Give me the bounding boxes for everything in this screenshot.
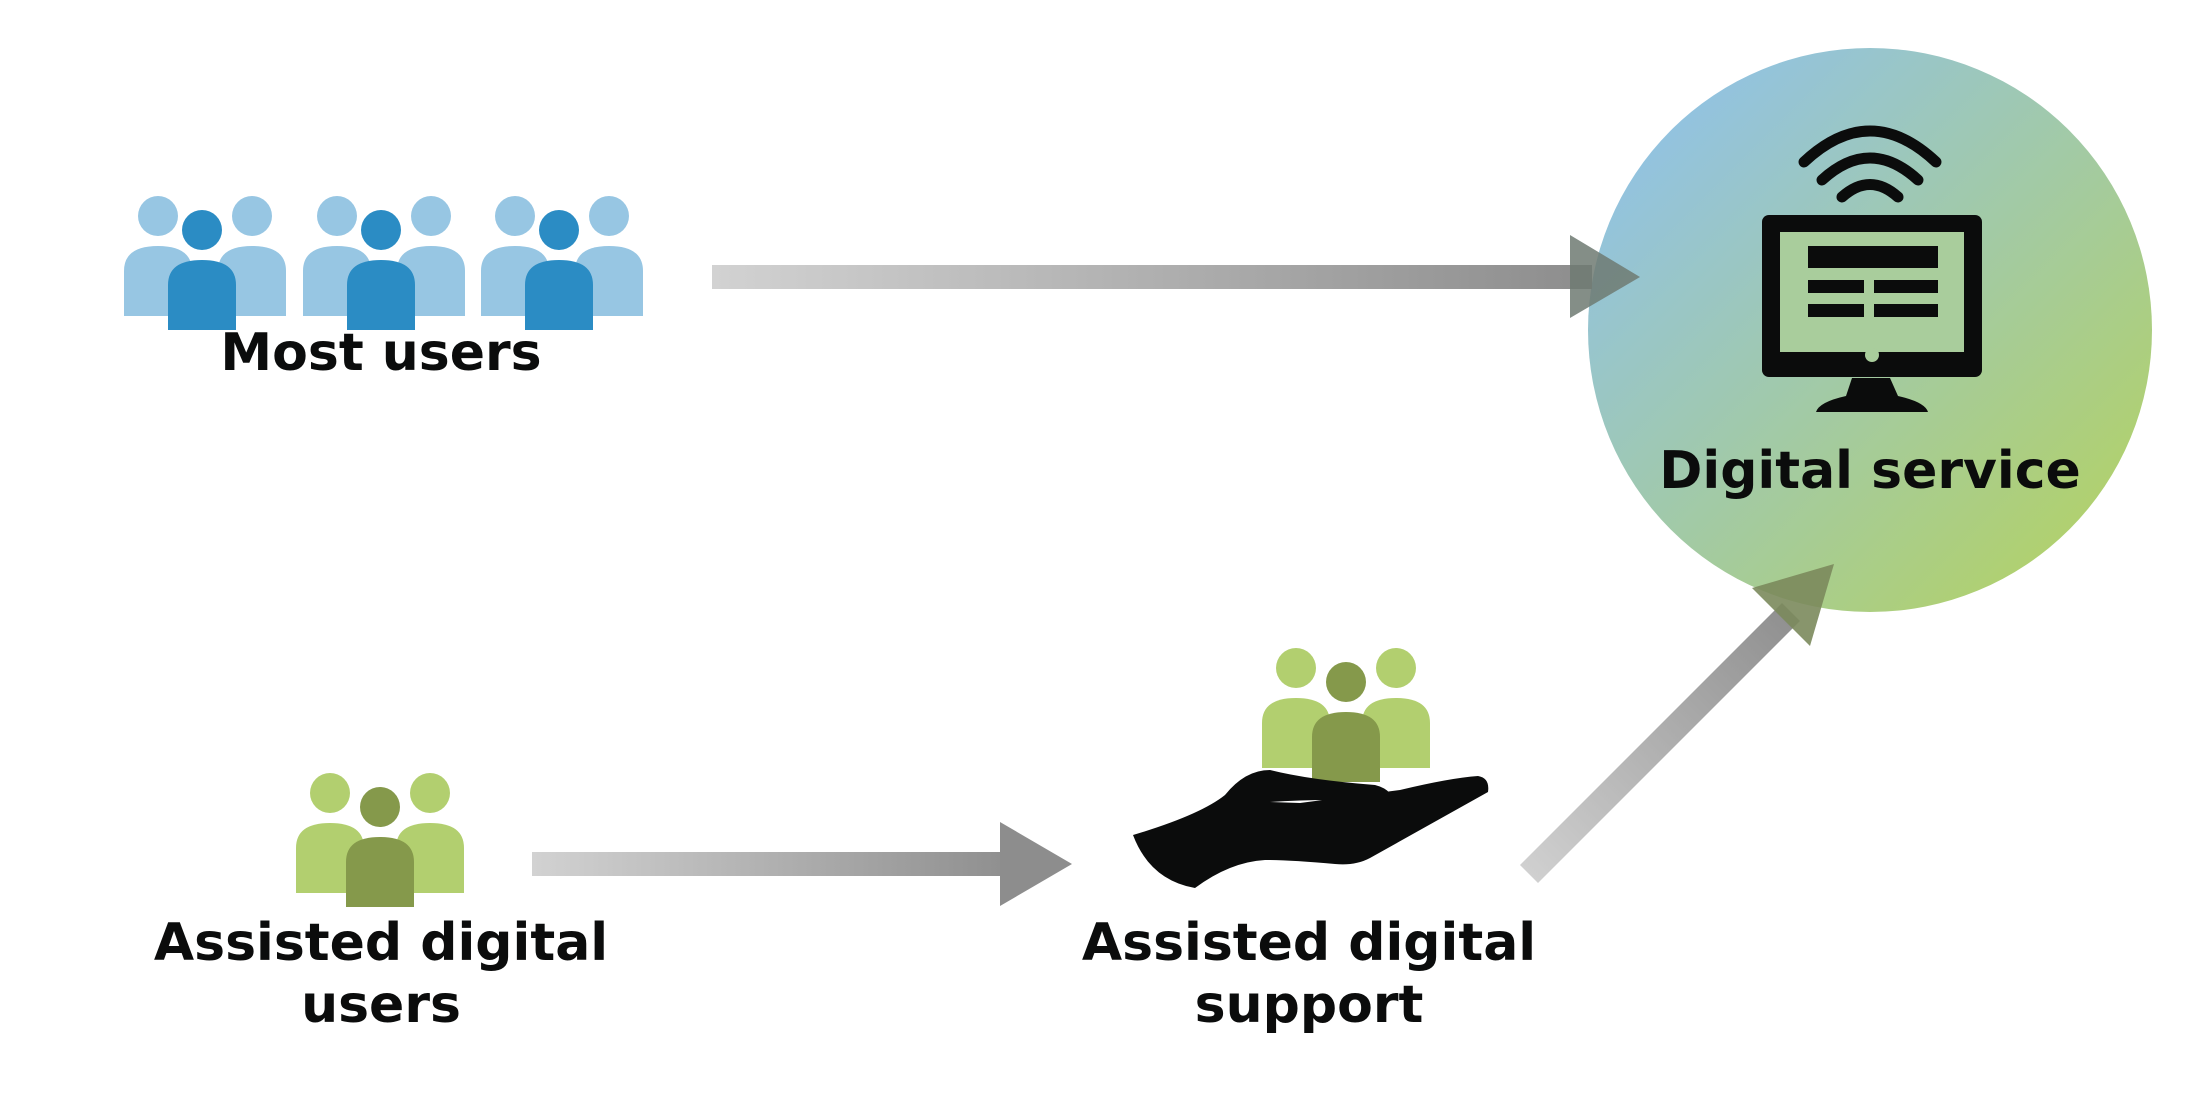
arrow-most-users-to-service	[712, 235, 1640, 318]
hand-holding-people-icon	[1133, 648, 1489, 888]
assisted-support-node: Assisted digital support	[1082, 648, 1536, 1035]
people-group-icon	[124, 196, 643, 330]
most-users-label: Most users	[220, 323, 541, 383]
assisted-users-node: Assisted digital users	[154, 773, 608, 1035]
assisted-support-label-line2: support	[1195, 975, 1424, 1035]
assisted-users-label-line1: Assisted digital	[154, 913, 608, 973]
people-group-icon	[296, 773, 464, 907]
computer-monitor-wifi-icon	[1762, 125, 1982, 412]
arrow-support-to-service	[1520, 564, 1834, 883]
most-users-node: Most users	[124, 196, 643, 383]
digital-service-label: Digital service	[1659, 441, 2081, 501]
assisted-support-label-line1: Assisted digital	[1082, 913, 1536, 973]
digital-service-node: Digital service	[1588, 48, 2152, 612]
arrow-assisted-users-to-support	[532, 822, 1072, 906]
assisted-users-label-line2: users	[301, 975, 461, 1035]
